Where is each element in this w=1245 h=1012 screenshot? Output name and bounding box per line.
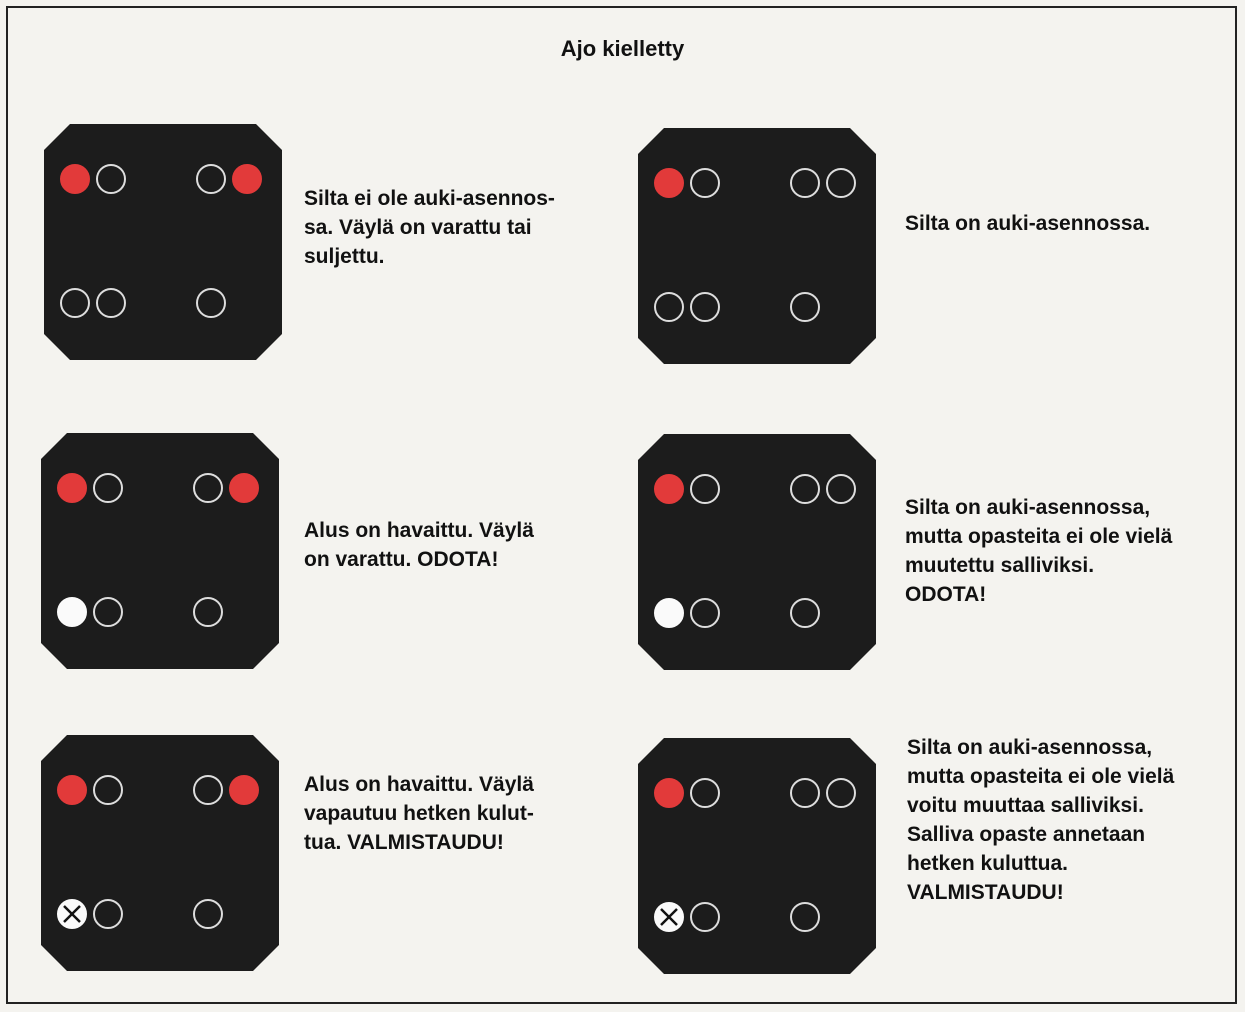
- lamp-top-right-1-off: [193, 473, 223, 503]
- lamp-bottom-left-2-off: [93, 597, 123, 627]
- lamp-bottom-left-2-off: [96, 288, 126, 318]
- lamp-bottom-left-1-white: [654, 598, 684, 628]
- lamp-top-right-1-off: [790, 778, 820, 808]
- lamp-top-right-1-off: [193, 775, 223, 805]
- signal-panel-4: [638, 434, 876, 670]
- lamp-bottom-right-1-off: [790, 902, 820, 932]
- lamp-top-right-1-off: [196, 164, 226, 194]
- lamp-bottom-right-1-off: [790, 598, 820, 628]
- signal-panel-2: [638, 128, 876, 364]
- lamp-top-right-2-off: [826, 474, 856, 504]
- lamp-top-left-1-red: [60, 164, 90, 194]
- lamp-bottom-right-1-off: [193, 597, 223, 627]
- lamp-top-left-2-off: [93, 473, 123, 503]
- lamp-top-left-1-red: [57, 775, 87, 805]
- page-frame: [6, 6, 1237, 1004]
- lamp-top-left-1-red: [57, 473, 87, 503]
- signal-caption-3: Alus on havaittu. Väylä on varattu. ODOT…: [304, 519, 534, 571]
- lamp-bottom-right-1-off: [790, 292, 820, 322]
- lamp-top-left-1-red: [654, 474, 684, 504]
- lamp-top-right-2-red: [229, 473, 259, 503]
- lamp-bottom-left-1-white: [57, 597, 87, 627]
- lamp-bottom-left-1-cross-icon: [57, 899, 87, 929]
- signal-panel-5: [41, 735, 279, 971]
- lamp-top-right-2-red: [229, 775, 259, 805]
- signal-caption-5: Alus on havaittu. Väylä vapautuu hetken …: [304, 773, 534, 854]
- lamp-bottom-right-1-off: [196, 288, 226, 318]
- lamp-top-right-1-off: [790, 474, 820, 504]
- lamp-bottom-left-1-off: [654, 292, 684, 322]
- signal-caption-2: Silta on auki-asennossa.: [905, 212, 1151, 235]
- lamp-top-right-2-red: [232, 164, 262, 194]
- lamp-top-left-1-red: [654, 168, 684, 198]
- signal-caption-6: Silta on auki-asennossa, mutta opasteita…: [907, 736, 1175, 904]
- lamp-top-right-1-off: [790, 168, 820, 198]
- lamp-top-left-2-off: [690, 168, 720, 198]
- lamp-bottom-left-2-off: [690, 902, 720, 932]
- signal-panel-1: [44, 124, 282, 360]
- lamp-top-left-2-off: [690, 778, 720, 808]
- lamp-top-left-1-red: [654, 778, 684, 808]
- lamp-bottom-left-2-off: [690, 598, 720, 628]
- signal-caption-1: Silta ei ole auki-asennos- sa. Väylä on …: [304, 187, 555, 268]
- signal-panel-3: [41, 433, 279, 669]
- lamp-bottom-left-2-off: [690, 292, 720, 322]
- lamp-top-right-2-off: [826, 168, 856, 198]
- lamp-top-right-2-off: [826, 778, 856, 808]
- lamp-top-left-2-off: [96, 164, 126, 194]
- lamp-bottom-left-1-cross-icon: [654, 902, 684, 932]
- lamp-bottom-left-1-off: [60, 288, 90, 318]
- lamp-bottom-left-2-off: [93, 899, 123, 929]
- signal-panel-6: [638, 738, 876, 974]
- lamp-bottom-right-1-off: [193, 899, 223, 929]
- page-title: Ajo kielletty: [560, 36, 685, 61]
- lamp-top-left-2-off: [93, 775, 123, 805]
- lamp-top-left-2-off: [690, 474, 720, 504]
- signal-caption-4: Silta on auki-asennossa, mutta opasteita…: [905, 496, 1173, 606]
